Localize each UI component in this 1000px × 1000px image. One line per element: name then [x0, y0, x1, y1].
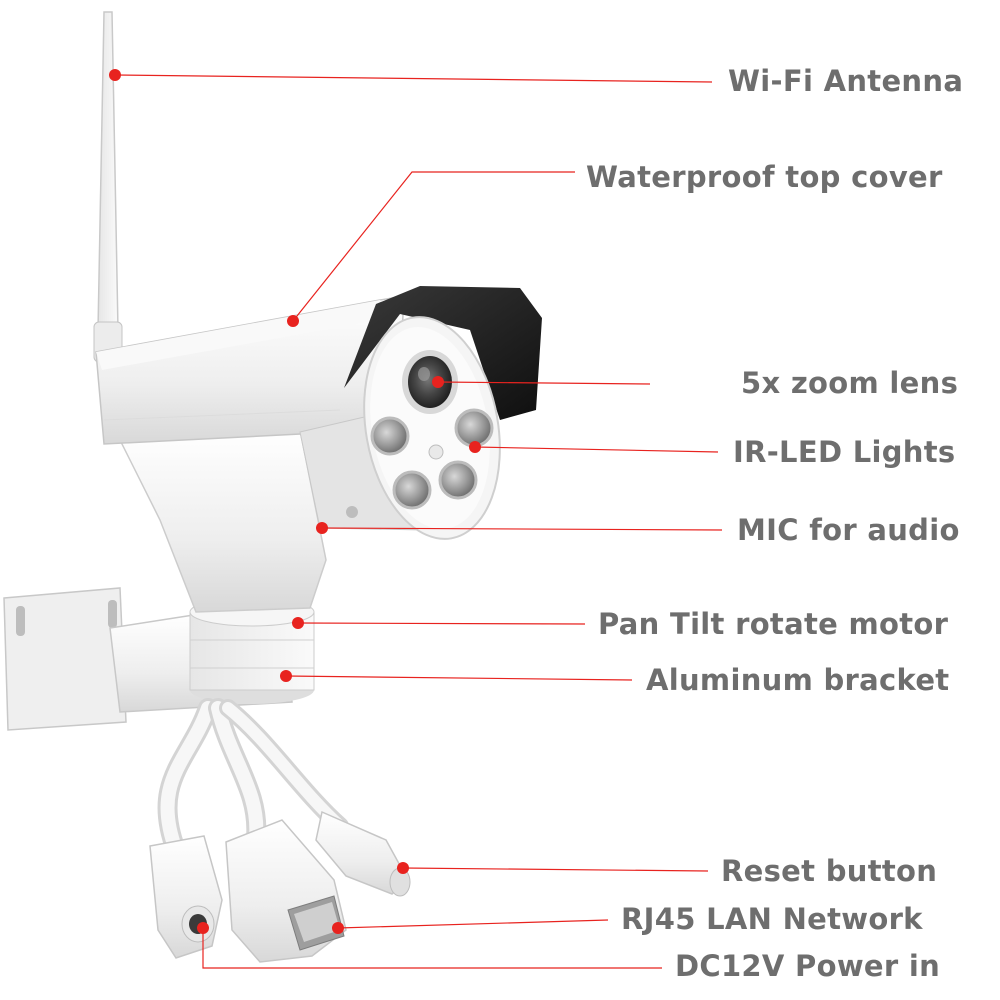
reset-connector-shape — [315, 810, 411, 897]
label-aluminum-bracket: Aluminum bracket — [646, 663, 950, 697]
callout-dot-rj45-lan — [332, 922, 344, 934]
label-waterproof-top-cover: Waterproof top cover — [586, 160, 943, 194]
lens-shape — [402, 350, 458, 414]
leader-line-rj45-lan — [337, 919, 609, 929]
leader-line-zoom-lens — [437, 381, 651, 385]
callout-dot-aluminum-bracket — [280, 670, 292, 682]
label-zoom-lens: 5x zoom lens — [741, 366, 959, 400]
label-wifi-antenna: Wi-Fi Antenna — [728, 64, 964, 98]
label-ir-led-lights: IR-LED Lights — [733, 435, 956, 469]
callout-dot-zoom-lens — [432, 376, 444, 388]
label-dc12v-power: DC12V Power in — [675, 949, 941, 983]
label-mic-audio: MIC for audio — [737, 513, 960, 547]
callout-dot-dc12v-power — [197, 922, 209, 934]
callout-dot-wifi-antenna — [109, 69, 121, 81]
leader-line-wifi-antenna — [114, 74, 713, 83]
leader-line-mic-audio — [321, 527, 723, 531]
pan-tilt-base-shape — [118, 429, 327, 704]
visor-shape — [344, 286, 542, 420]
label-reset-button: Reset button — [721, 854, 938, 888]
callout-dot-pan-tilt-motor — [292, 617, 304, 629]
leader-line-aluminum-bracket — [285, 675, 633, 681]
ir-led-shapes — [370, 408, 494, 510]
leader-line-pan-tilt-motor — [297, 622, 586, 625]
callout-dot-ir-led-lights — [469, 441, 481, 453]
leader-line-waterproof-top-cover — [292, 171, 575, 322]
callout-dot-waterproof-top-cover — [287, 315, 299, 327]
leader-line-reset-button — [402, 867, 709, 872]
label-rj45-lan: RJ45 LAN Network — [621, 902, 923, 936]
label-pan-tilt-motor: Pan Tilt rotate motor — [598, 607, 949, 641]
leader-line-dc12v-power — [202, 928, 662, 969]
rj45-connector-shape — [225, 819, 347, 963]
callout-dot-mic-audio — [316, 522, 328, 534]
leader-line-ir-led-lights — [474, 446, 719, 453]
cable-shapes — [157, 698, 349, 860]
callout-dot-reset-button — [397, 862, 409, 874]
